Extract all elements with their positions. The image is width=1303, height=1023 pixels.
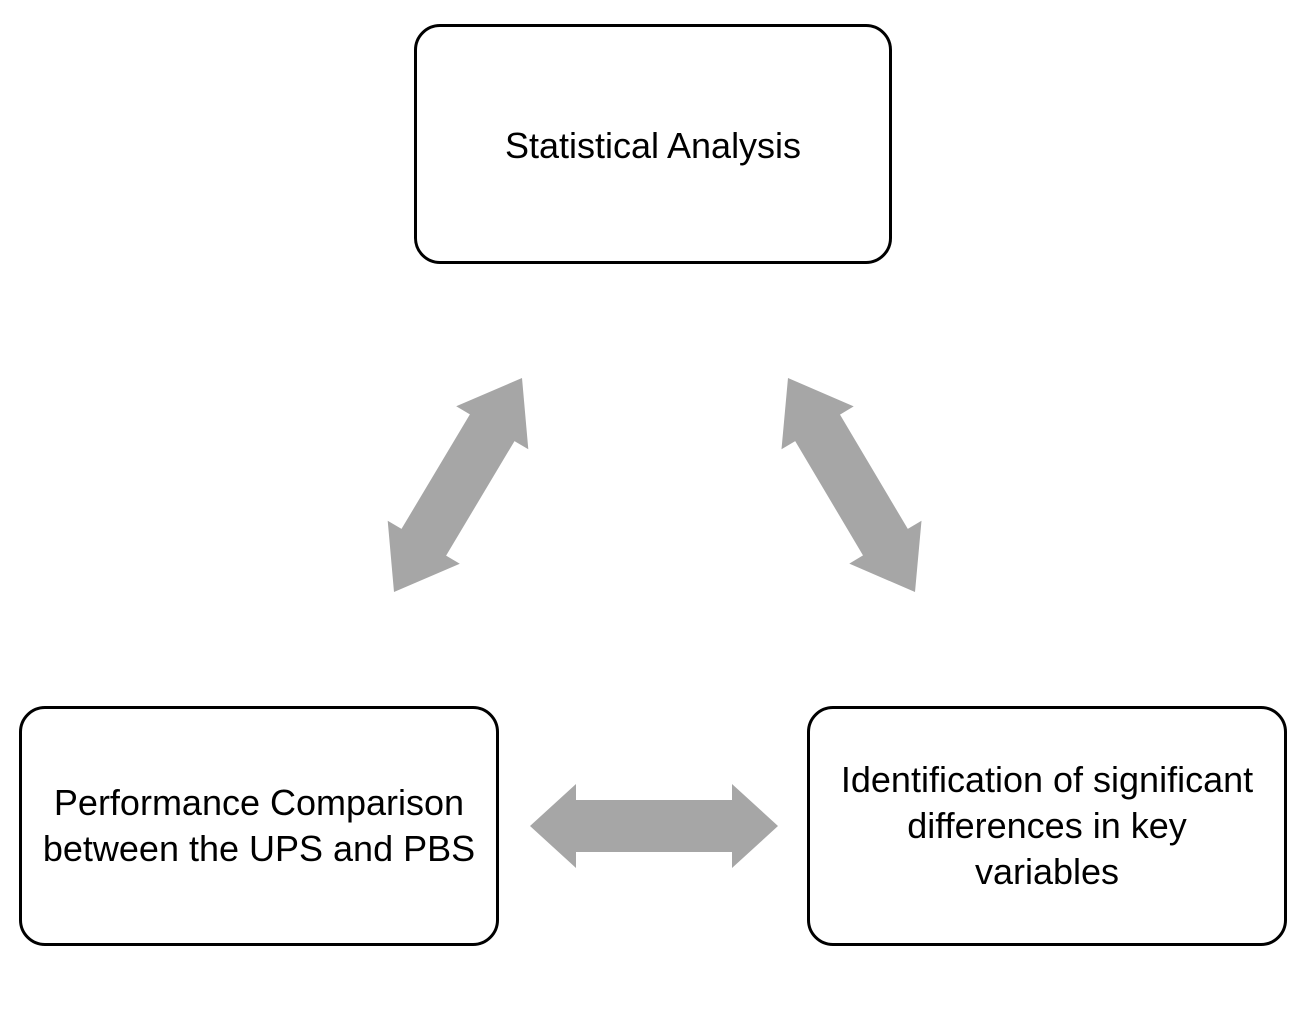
identification-box: Identification of significant difference… — [807, 706, 1287, 946]
double-arrow-statistical-to-performance — [387, 378, 529, 592]
statistical-analysis-label: Statistical Analysis — [504, 125, 802, 166]
identification-label: Identification of significant difference… — [840, 759, 1254, 892]
double-arrow-performance-to-identification — [530, 784, 778, 868]
statistical-analysis-box: Statistical Analysis — [414, 24, 892, 264]
performance-comparison-label: Performance Comparison between the UPS a… — [42, 782, 476, 869]
double-arrow-statistical-to-identification — [781, 378, 922, 592]
performance-comparison-box: Performance Comparison between the UPS a… — [19, 706, 499, 946]
